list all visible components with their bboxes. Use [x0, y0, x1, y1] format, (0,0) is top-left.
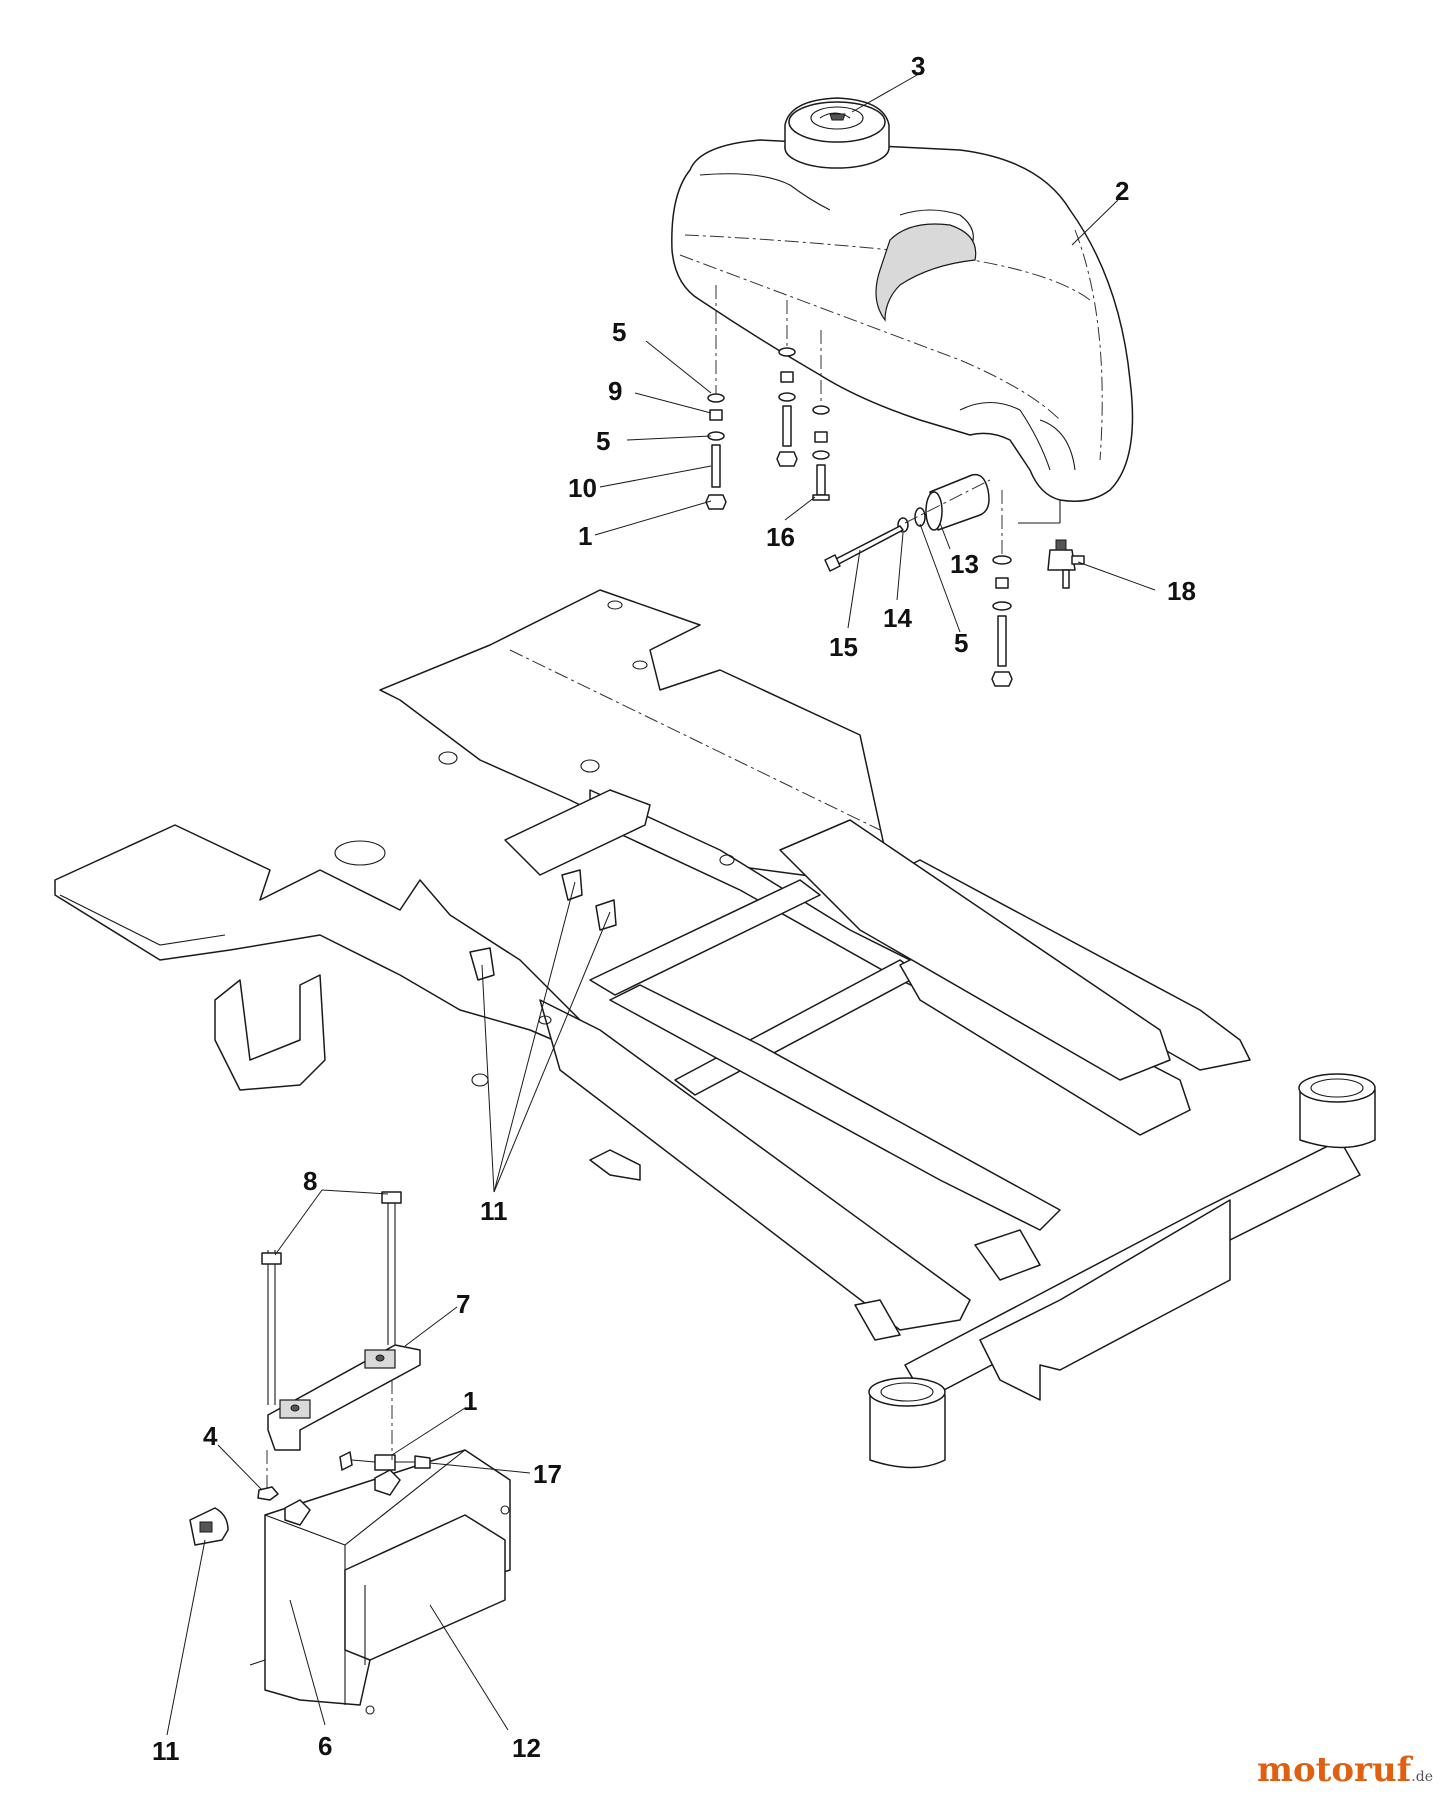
callout-18: 18 — [1167, 576, 1196, 606]
spacer-bolt-assembly — [824, 473, 991, 572]
fuel-tank — [671, 139, 1134, 502]
callout-7: 7 — [456, 1289, 470, 1319]
callout-11: 11 — [152, 1736, 180, 1766]
watermark-main: motoruf — [1257, 1750, 1412, 1790]
battery-nut — [257, 1486, 279, 1501]
callout-8: 8 — [303, 1166, 317, 1196]
fuel-cap — [784, 97, 890, 169]
battery-box — [249, 1449, 511, 1715]
callout-9: 9 — [608, 376, 622, 406]
callout-3: 3 — [911, 51, 925, 81]
clip-group — [469, 869, 617, 981]
battery-terminal-bolts — [266, 1380, 431, 1490]
mount-stack-left — [705, 285, 727, 510]
watermark-logo: motoruf.de — [1257, 1750, 1433, 1790]
loose-clip — [189, 1507, 229, 1546]
callout-2: 2 — [1115, 176, 1129, 206]
callout-1: 1 — [463, 1386, 477, 1416]
mount-stack-right — [991, 490, 1013, 687]
callout-labels: 3 2 5 9 5 10 1 16 13 18 14 15 5 11 8 7 1… — [152, 51, 1196, 1766]
callout-11: 11 — [480, 1196, 508, 1226]
callout-6: 6 — [318, 1731, 332, 1761]
callout-17: 17 — [533, 1459, 562, 1489]
callout-1: 1 — [578, 521, 592, 551]
callout-12: 12 — [512, 1733, 541, 1763]
fuel-valve — [1018, 500, 1085, 589]
callout-4: 4 — [203, 1421, 218, 1451]
callout-15: 15 — [829, 632, 858, 662]
watermark-tld: .de — [1411, 1769, 1433, 1785]
callout-5: 5 — [954, 628, 968, 658]
battery-hold-down — [261, 1191, 421, 1451]
callout-13: 13 — [950, 549, 979, 579]
callout-16: 16 — [766, 522, 795, 552]
mount-stack-middle — [776, 300, 830, 501]
callout-5: 5 — [596, 426, 610, 456]
callout-14: 14 — [883, 603, 912, 633]
leader-lines — [166, 74, 1156, 1736]
callout-5: 5 — [612, 317, 626, 347]
mower-frame — [54, 589, 1376, 1469]
callout-10: 10 — [568, 473, 597, 503]
